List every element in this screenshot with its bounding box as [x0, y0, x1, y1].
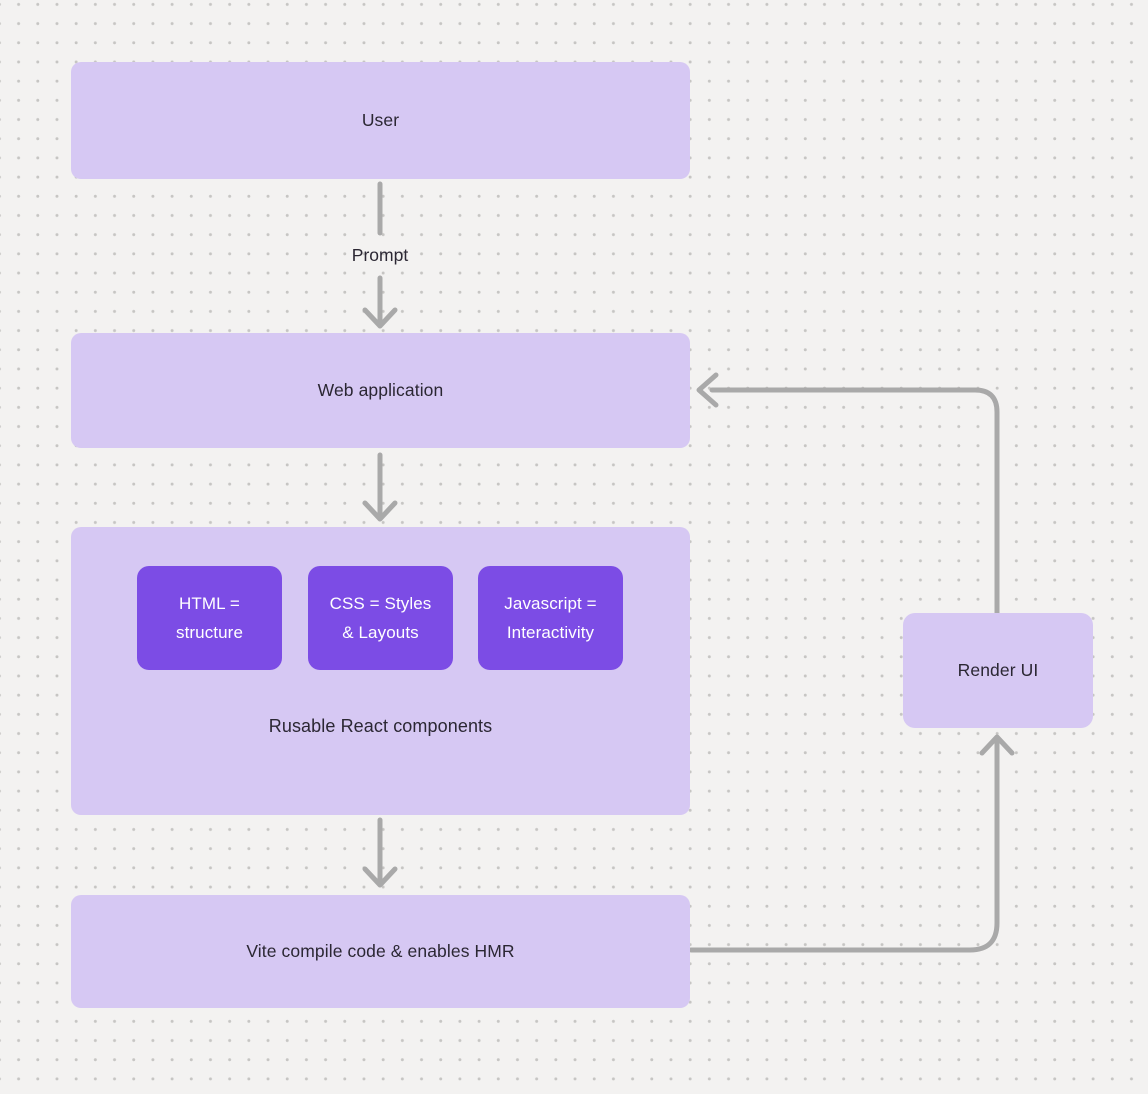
edge-label-prompt: Prompt	[351, 245, 409, 265]
node-react-components-group: HTML = structure CSS = Styles & Layouts …	[71, 527, 690, 815]
arrow-render-to-webapp-head	[696, 372, 719, 408]
node-render-ui-label: Render UI	[957, 660, 1039, 680]
node-css-label: CSS = Styles & Layouts	[329, 594, 432, 642]
arrow-components-to-vite-head	[362, 866, 398, 888]
arrow-vite-to-render-shaft	[688, 739, 1000, 953]
node-javascript: Javascript = Interactivity	[478, 566, 623, 670]
node-vite: Vite compile code & enables HMR	[71, 895, 690, 1008]
arrow-vite-to-render-head	[979, 734, 1015, 756]
arrow-prompt-to-webapp-head	[362, 307, 398, 329]
node-render-ui: Render UI	[903, 613, 1093, 728]
arrow-webapp-to-components-head	[362, 500, 398, 522]
node-vite-label: Vite compile code & enables HMR	[246, 941, 515, 961]
node-user-label: User	[361, 110, 400, 130]
node-user: User	[71, 62, 690, 179]
node-react-components-caption: Rusable React components	[268, 716, 493, 736]
node-javascript-label: Javascript = Interactivity	[504, 594, 597, 642]
node-web-application: Web application	[71, 333, 690, 448]
arrow-render-to-webapp-shaft	[709, 387, 1000, 616]
node-css: CSS = Styles & Layouts	[308, 566, 453, 670]
node-html-label: HTML = structure	[175, 594, 244, 642]
node-web-application-label: Web application	[317, 380, 444, 400]
node-html: HTML = structure	[137, 566, 282, 670]
